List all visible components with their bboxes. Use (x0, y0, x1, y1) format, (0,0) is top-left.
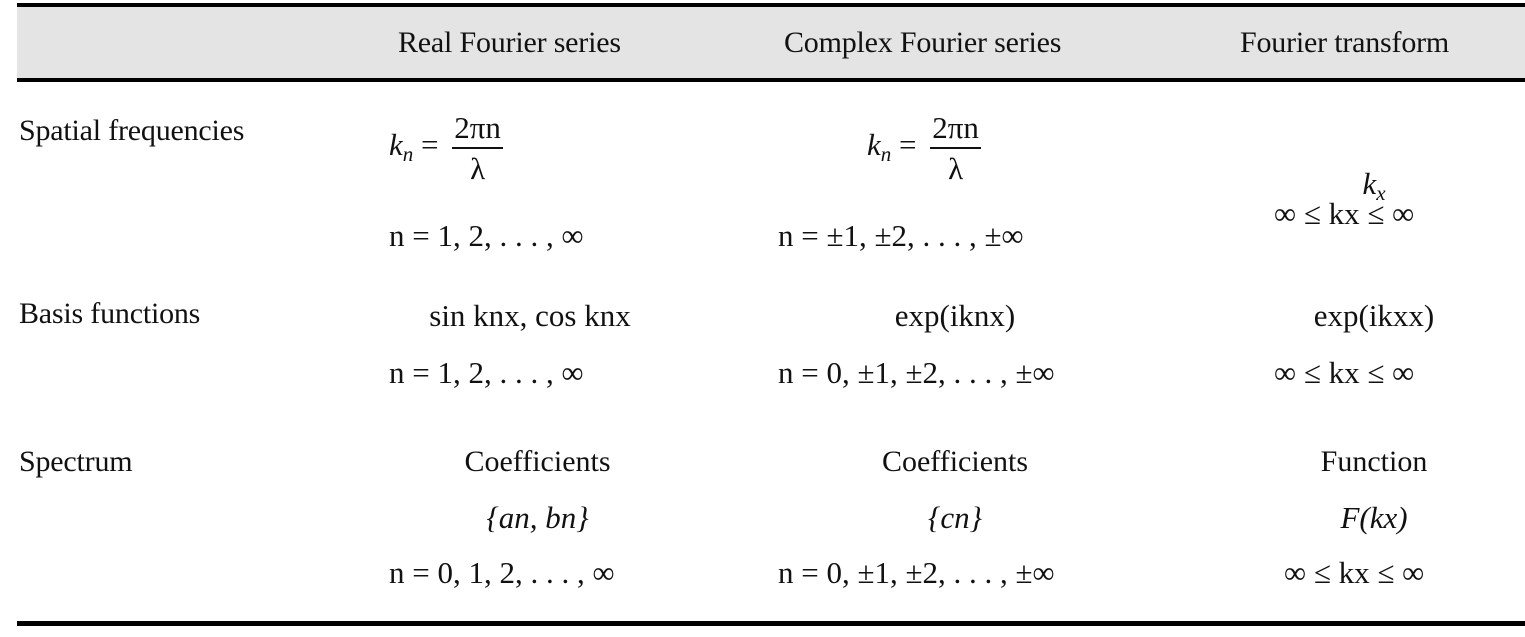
complex-spectrum-set: {cn} (927, 500, 983, 535)
table-header: Real Fourier series Complex Fourier seri… (17, 7, 1525, 78)
real-basis-range: n = 1, 2, . . . , ∞ (389, 355, 584, 390)
transform-spatial-frequency-variable: kx (1362, 166, 1386, 205)
transform-spatial-frequency-range: ∞ ≤ kx ≤ ∞ (1274, 196, 1415, 231)
transform-basis-function: exp(ikxx) (1313, 298, 1435, 333)
top-rule (17, 3, 1525, 7)
complex-spatial-frequency-range: n = ±1, ±2, . . . , ±∞ (778, 218, 1024, 253)
row-label-spatial-frequencies: Spatial frequencies (19, 114, 245, 147)
header-rule (17, 78, 1525, 82)
row-label-basis-functions: Basis functions (19, 297, 201, 330)
var-k: k (389, 127, 403, 163)
column-header-fourier-transform: Fourier transform (1240, 26, 1450, 59)
real-spatial-frequency-range: n = 1, 2, . . . , ∞ (389, 218, 584, 253)
complex-spectrum-kind: Coefficients (881, 445, 1029, 478)
transform-spectrum-set: F(kx) (1340, 500, 1408, 535)
complex-basis-functions: exp(iknx) (894, 298, 1016, 333)
transform-basis-range: ∞ ≤ kx ≤ ∞ (1274, 355, 1415, 390)
real-spectrum-range: n = 0, 1, 2, . . . , ∞ (389, 555, 615, 590)
complex-basis-range: n = 0, ±1, ±2, . . . , ±∞ (778, 355, 1055, 390)
fourier-comparison-table: Real Fourier series Complex Fourier seri… (17, 3, 1525, 82)
real-spectrum-set: {an, bn} (486, 500, 589, 535)
real-spectrum-kind: Coefficients (464, 445, 611, 478)
row-label-spectrum: Spectrum (19, 445, 133, 478)
column-header-real-fourier-series: Real Fourier series (398, 26, 621, 59)
transform-spectrum-kind: Function (1320, 445, 1428, 478)
bottom-rule (17, 621, 1525, 626)
transform-spectrum-range: ∞ ≤ kx ≤ ∞ (1284, 555, 1425, 590)
real-basis-functions: sin knx, cos knx (429, 298, 631, 333)
complex-spectrum-range: n = 0, ±1, ±2, . . . , ±∞ (778, 555, 1055, 590)
column-header-complex-fourier-series: Complex Fourier series (784, 26, 1062, 59)
